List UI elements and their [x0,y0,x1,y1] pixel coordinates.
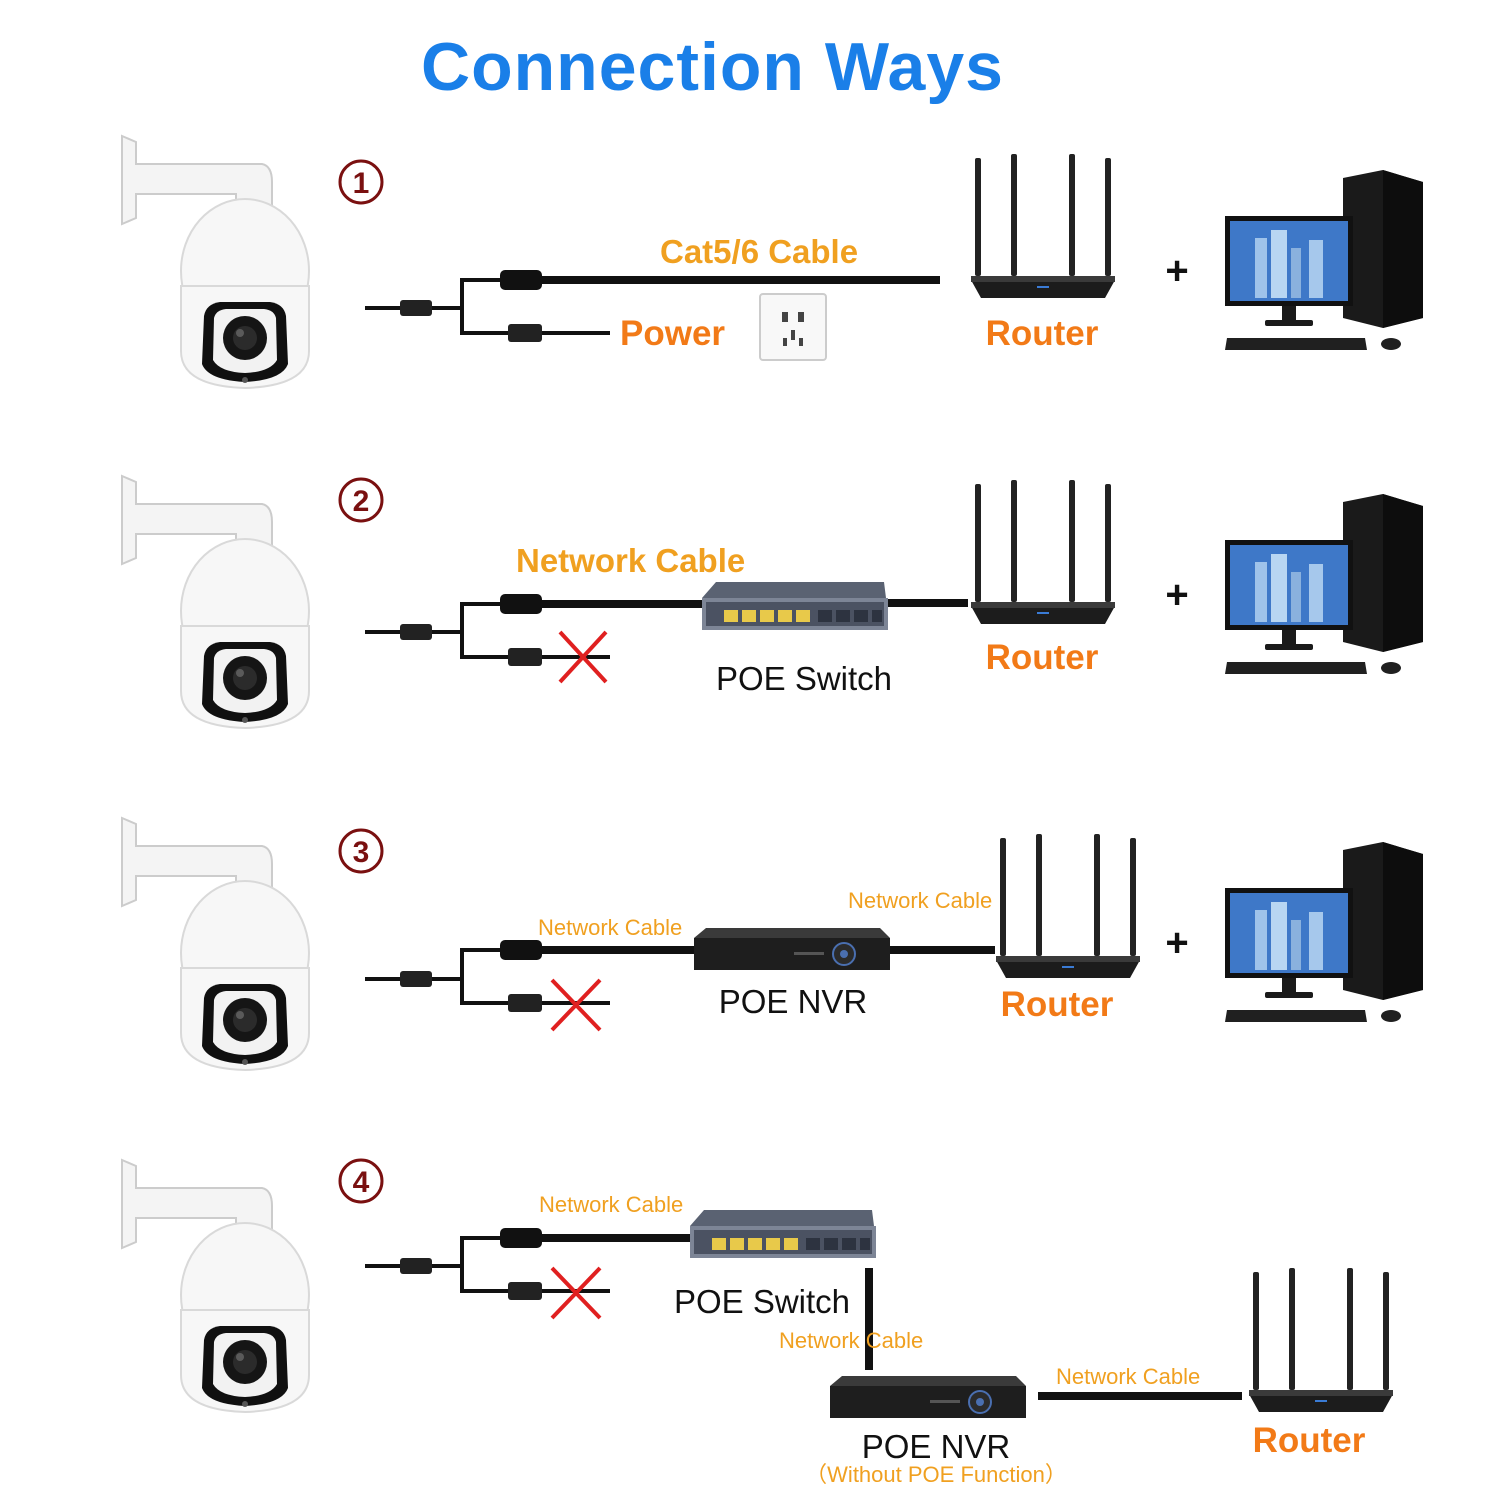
connector [400,300,432,316]
pigtail-cable [365,602,610,659]
dc-connector [508,324,542,342]
router-icon [1249,1268,1393,1412]
plus-icon: + [1165,573,1188,617]
router-label: Router [986,314,1099,353]
poe-switch-label: POE Switch [716,660,892,697]
ptz-camera-icon [121,475,310,729]
ptz-camera-icon [121,817,310,1071]
cable-label: Cat5/6 Cable [660,233,858,270]
way-1: 1 Cat5/6 Cable Power Router + [121,135,1423,389]
cross-icon [558,630,608,684]
power-label: Power [620,314,725,353]
router-icon [971,154,1115,298]
cable-label-right: Network Cable [848,888,992,913]
connector [400,971,432,987]
pigtail-cable [365,278,508,335]
step-number: 2 [353,485,370,518]
step-number: 3 [353,836,370,869]
cable-label-left: Network Cable [538,915,682,940]
step-number-badge [338,1158,384,1204]
cable-label: Network Cable [516,542,745,579]
step-number-badge [338,159,384,205]
cross-icon [550,978,602,1032]
connector [400,624,432,640]
cross-icon [550,1266,602,1320]
way-2: 2 Network Cable POE Switch Router + [121,475,1423,729]
plus-icon: + [1165,249,1188,293]
poe-nvr-label: POE NVR [719,983,868,1020]
plus-icon: + [1165,921,1188,965]
rj45-connector [500,270,542,290]
dc-connector [508,1282,542,1300]
page-title: Connection Ways [421,29,1004,105]
step-number: 1 [353,167,370,200]
router-icon [996,834,1140,978]
ptz-camera-icon [121,1159,310,1413]
router-label: Router [986,638,1099,677]
cable-label-vertical: Network Cable [779,1328,923,1353]
poe-nvr-icon [829,1375,1027,1419]
rj45-connector [500,940,542,960]
cable-label-router: Network Cable [1056,1364,1200,1389]
step-number: 4 [353,1166,370,1199]
power-outlet-icon [759,293,827,361]
poe-switch-icon [690,1210,876,1258]
router-icon [971,480,1115,624]
way-3: 3 Network Cable Network Cable POE NVR Ro… [121,817,1423,1071]
ptz-camera-icon [121,135,310,389]
poe-nvr-label: POE NVR [862,1428,1011,1465]
poe-switch-label: POE Switch [674,1283,850,1320]
desktop-computer-icon [1225,494,1423,674]
poe-switch-icon [702,582,888,630]
step-number-badge [338,477,384,523]
step-number-badge [338,828,384,874]
connector [400,1258,432,1274]
router-label: Router [1001,985,1114,1024]
desktop-computer-icon [1225,842,1423,1022]
rj45-connector [500,594,542,614]
desktop-computer-icon [1225,170,1423,350]
poe-nvr-icon [693,927,891,971]
dc-connector [508,994,542,1012]
way-4: 4 Network Cable POE Switch Network Cable… [121,1158,1393,1487]
cable-label-top: Network Cable [539,1192,683,1217]
rj45-connector [500,1228,542,1248]
router-label: Router [1253,1421,1366,1460]
poe-nvr-note: （Without POE Function） [805,1462,1067,1487]
dc-connector [508,648,542,666]
